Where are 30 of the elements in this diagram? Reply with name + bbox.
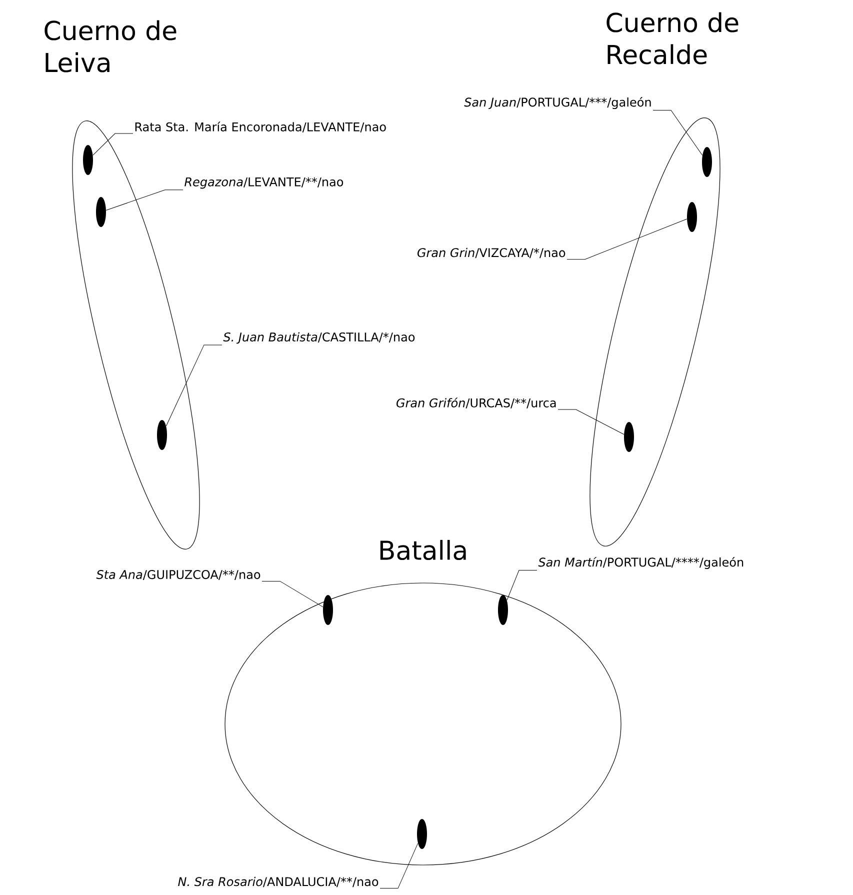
leader-line [506, 570, 538, 600]
node-label: Batalla [380, 540, 466, 560]
leader-line [652, 110, 703, 156]
node-label: Cuerno de Leiva [44, 20, 176, 72]
ship-label: Gran Grifón/URCAS/**/urca [396, 398, 556, 408]
ship-label: San Juan/PORTUGAL/***/galeón [464, 96, 651, 110]
node-label: Cuerno de Recalde [606, 12, 738, 64]
ship-label: Gran Grin/VIZCAYA/*/nao [418, 248, 566, 258]
ship-marker [157, 420, 167, 450]
ship-label: Regazona/LEVANTE/**/nao [184, 177, 344, 189]
ship-marker [702, 147, 712, 177]
leader-line [106, 190, 184, 210]
leader-line [262, 580, 324, 608]
leader-line [92, 133, 134, 156]
leader-line [380, 843, 418, 889]
ship-marker [687, 202, 697, 232]
ship-label: Sta Ana/GUIPUZCOA/**/nao [96, 570, 260, 580]
ship-label: N. Sra Rosario/ANDALUCIA/**/nao [178, 876, 378, 888]
leader-line [566, 218, 688, 260]
ship-marker [417, 819, 427, 849]
ship-label: S. Juan Bautista/CASTILLA/*/nao [223, 332, 415, 344]
ship-marker [323, 595, 333, 625]
ship-marker [83, 145, 93, 175]
leader-line [166, 344, 222, 426]
ship-marker [498, 595, 508, 625]
leader-line [558, 409, 624, 435]
ship-marker [96, 197, 106, 227]
ship-label: Rata Sta. María Encoronada/LEVANTE/nao [135, 122, 386, 132]
ship-label: San Martín/PORTUGAL/****/galeón [538, 556, 744, 570]
ship-marker [624, 422, 634, 452]
